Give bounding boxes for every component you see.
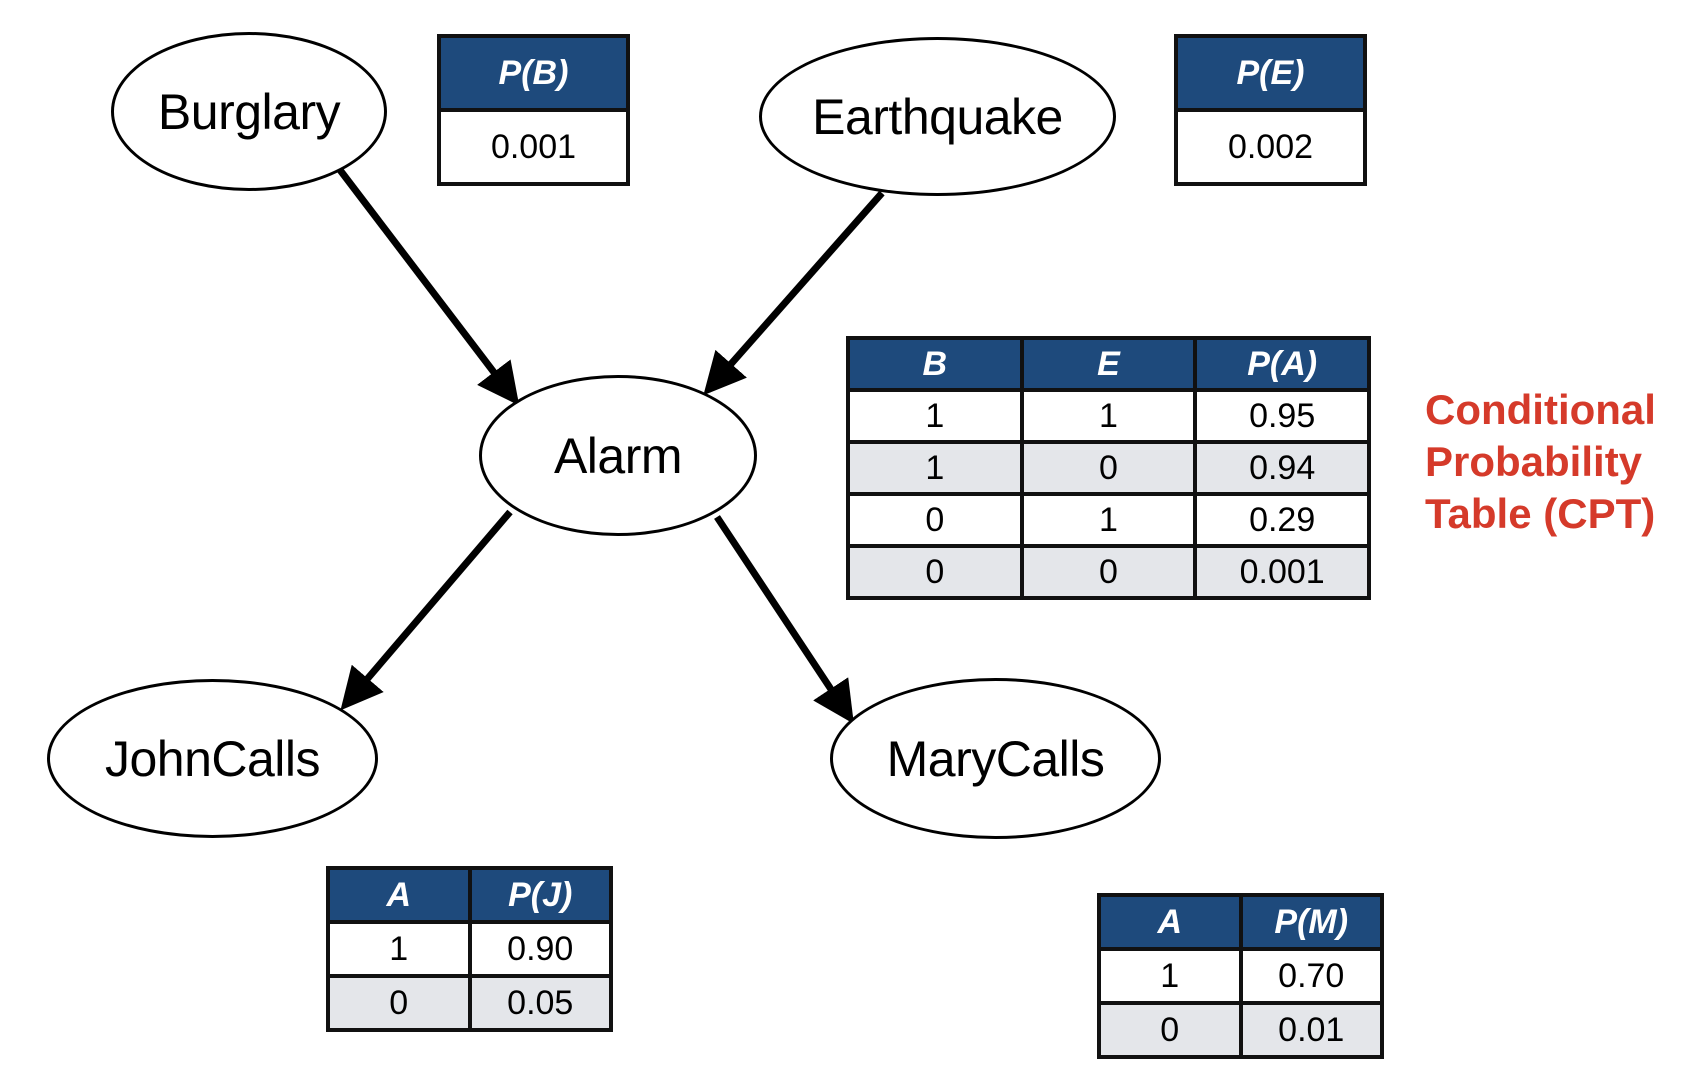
cpt-cell: 0 (1019, 544, 1198, 600)
cpt-cell: 1 (846, 388, 1024, 444)
cpt-cell: 0 (326, 974, 472, 1032)
cpt-header: P(E) (1174, 34, 1367, 112)
cpt-annotation-line: Conditional (1425, 386, 1656, 433)
cpt-cell: 1 (1097, 947, 1243, 1005)
cpt-header: A (1097, 893, 1243, 951)
node-johncalls: JohnCalls (47, 679, 378, 838)
cpt-cell: 0 (1097, 1001, 1243, 1059)
cpt-cell: 0.001 (1193, 544, 1371, 600)
cpt-cell: 0.70 (1238, 947, 1384, 1005)
cpt-cell: 0.001 (437, 108, 630, 186)
cpt-header: A (326, 866, 472, 924)
cpt-header: P(J) (467, 866, 613, 924)
node-marycalls: MaryCalls (830, 678, 1161, 839)
node-alarm: Alarm (479, 375, 757, 536)
cpt-header: B (846, 336, 1024, 392)
cpt-header: P(M) (1238, 893, 1384, 951)
cpt-burglary: P(B) 0.001 (437, 34, 630, 186)
cpt-cell: 0.05 (467, 974, 613, 1032)
edge-alarm-marycalls (714, 515, 854, 724)
cpt-cell: 0 (846, 492, 1024, 548)
cpt-header: P(A) (1193, 336, 1371, 392)
cpt-cell: 1 (326, 920, 472, 978)
cpt-cell: 0 (846, 544, 1024, 600)
edge-burglary-alarm (337, 167, 520, 406)
cpt-cell: 0.01 (1238, 1001, 1384, 1059)
cpt-cell: 0.95 (1193, 388, 1371, 444)
edge-earthquake-alarm (703, 190, 885, 396)
cpt-cell: 1 (1019, 492, 1198, 548)
cpt-annotation: Conditional Probability Table (CPT) (1425, 384, 1695, 540)
cpt-header: P(B) (437, 34, 630, 112)
cpt-cell: 1 (846, 440, 1024, 496)
cpt-cell: 0.002 (1174, 108, 1367, 186)
cpt-annotation-line: Table (CPT) (1425, 490, 1656, 537)
cpt-marycalls: A P(M) 1 0.70 0 0.01 (1097, 893, 1384, 1059)
cpt-cell: 0 (1019, 440, 1198, 496)
cpt-annotation-line: Probability (1425, 438, 1643, 485)
cpt-johncalls: A P(J) 1 0.90 0 0.05 (326, 866, 613, 1032)
cpt-header: E (1019, 336, 1198, 392)
cpt-cell: 0.90 (467, 920, 613, 978)
cpt-cell: 0.29 (1193, 492, 1371, 548)
cpt-earthquake: P(E) 0.002 (1174, 34, 1367, 186)
cpt-cell: 0.94 (1193, 440, 1371, 496)
edge-alarm-johncalls (340, 509, 513, 711)
cpt-cell: 1 (1019, 388, 1198, 444)
node-burglary: Burglary (111, 32, 387, 191)
cpt-alarm: B E P(A) 1 1 0.95 1 0 0.94 0 1 0.29 0 0 … (846, 336, 1371, 600)
node-earthquake: Earthquake (759, 37, 1116, 196)
